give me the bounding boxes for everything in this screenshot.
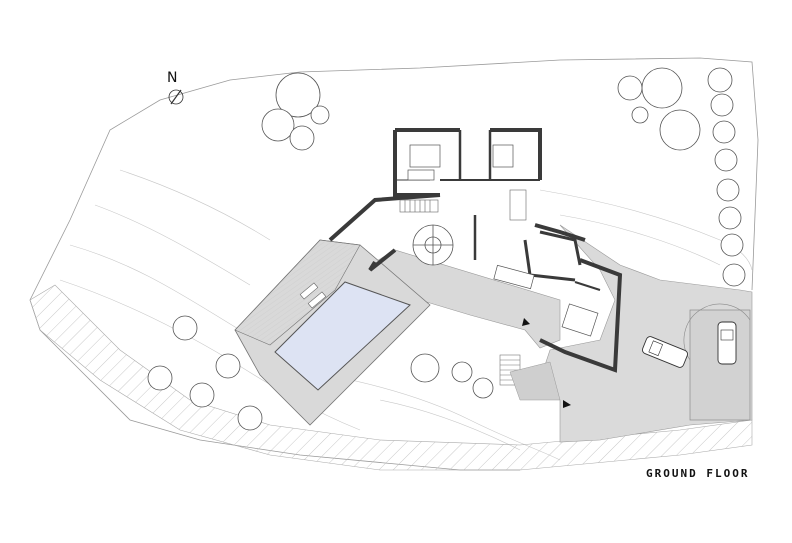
north-arrow-icon	[168, 89, 184, 105]
floor-title: GROUND FLOOR	[646, 467, 750, 480]
north-label: N	[167, 70, 178, 86]
car-icon	[717, 321, 737, 365]
retaining-wall-hatch	[29, 284, 753, 471]
sun-lounger-icon	[299, 282, 327, 309]
entry-ramp	[509, 361, 561, 401]
dining-table-icon	[493, 264, 599, 337]
tree-icons	[147, 67, 746, 431]
wood-deck	[234, 239, 361, 346]
building-walls	[328, 128, 623, 373]
bed-icon	[407, 144, 514, 181]
terrace-paving	[374, 249, 561, 349]
entry-arrow-icon	[522, 318, 571, 408]
car-icon	[641, 336, 689, 368]
interior-stair	[399, 189, 527, 221]
pool-water	[274, 281, 411, 391]
spiral-stair-icon	[412, 224, 454, 266]
